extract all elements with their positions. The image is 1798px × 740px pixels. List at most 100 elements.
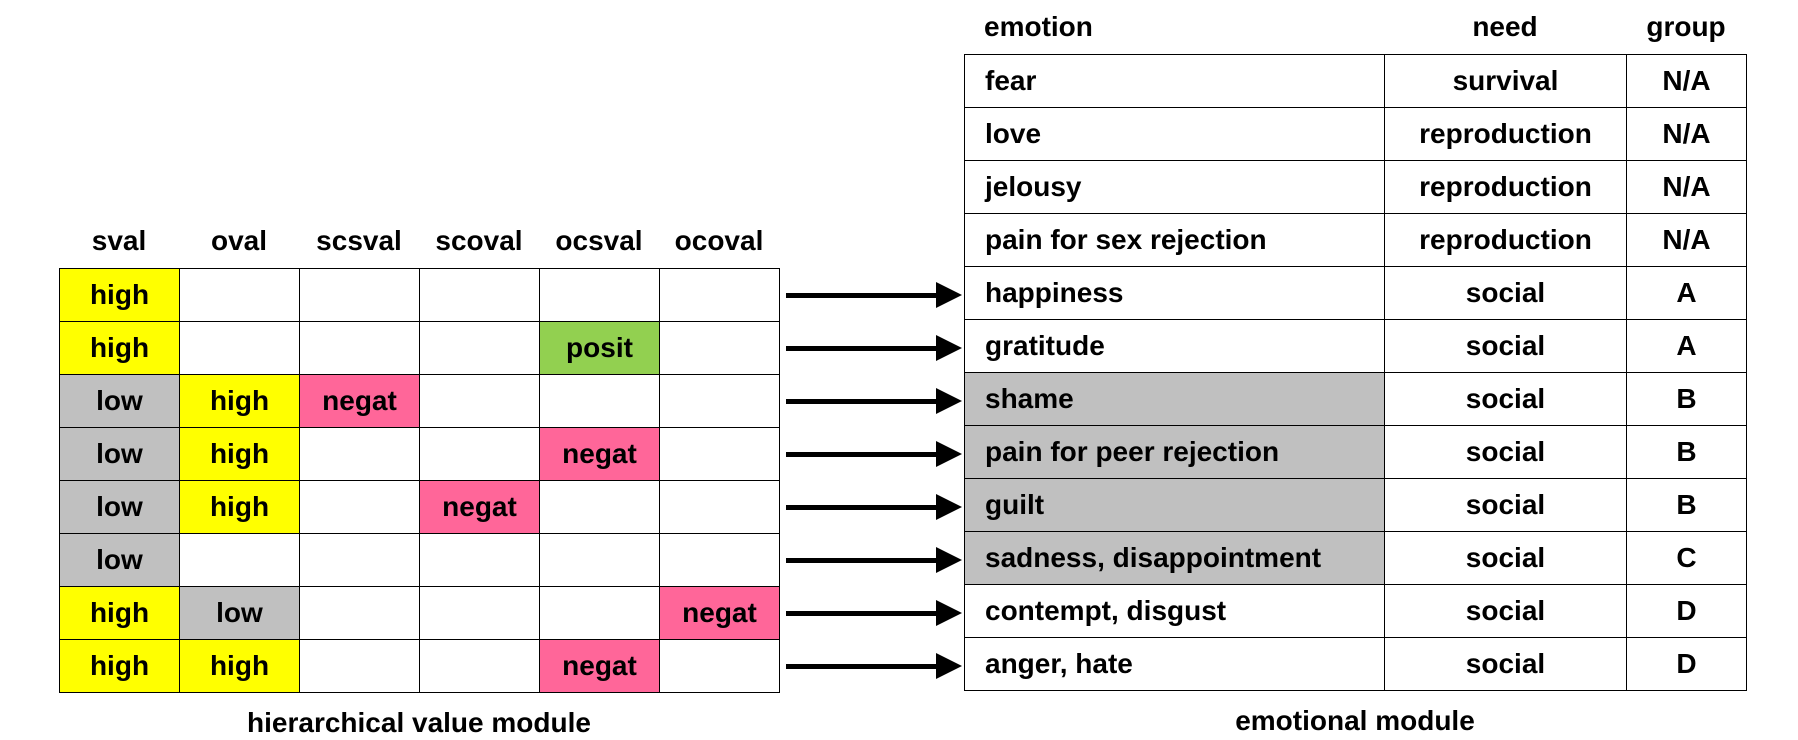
emotion-cell: anger, hate [965,638,1385,691]
arrow-head-icon [936,652,962,679]
value-cell [420,322,540,375]
need-cell: social [1385,320,1627,373]
value-cell [180,269,300,322]
value-cell: low [180,587,300,640]
arrow-shaft [786,610,938,616]
value-cell [420,534,540,587]
arrow-shaft [786,292,938,298]
column-header-emotion: emotion [984,11,1093,42]
group-cell: N/A [1627,108,1747,161]
emotion-cell: guilt [965,479,1385,532]
value-cell: high [60,322,180,375]
arrow-head-icon [936,440,962,467]
value-cell [540,269,660,322]
mapping-arrow [786,493,962,520]
need-cell: social [1385,267,1627,320]
value-cell [300,587,420,640]
value-cell: high [180,481,300,534]
emotion-cell: happiness [965,267,1385,320]
emotion-cell: pain for sex rejection [965,214,1385,267]
mapping-arrows [780,268,964,696]
emotion-cell: love [965,108,1385,161]
need-cell: social [1385,585,1627,638]
value-cell: low [60,534,180,587]
value-cell [300,269,420,322]
column-header-group: group [1646,11,1726,42]
emotional-module-caption: emotional module [1235,705,1475,736]
emotion-cell: gratitude [965,320,1385,373]
value-cell: high [60,587,180,640]
need-cell: reproduction [1385,108,1627,161]
value-cell [420,375,540,428]
column-header-scoval: scoval [435,225,523,256]
value-cell [660,534,780,587]
value-cell [660,640,780,693]
arrow-head-icon [936,281,962,308]
need-cell: reproduction [1385,161,1627,214]
mapping-arrow [786,281,962,308]
value-cell: high [60,640,180,693]
arrow-shaft [786,557,938,563]
emotion-cell: fear [965,55,1385,108]
need-cell: social [1385,532,1627,585]
mapping-arrow [786,546,962,573]
value-cell: low [60,375,180,428]
arrow-shaft [786,398,938,404]
emotional-module-header: emotion need group [964,0,1747,54]
arrow-head-icon [936,546,962,573]
value-cell [420,587,540,640]
value-cell [300,640,420,693]
value-cell [420,428,540,481]
value-cell: low [60,481,180,534]
column-header-scsval: scsval [316,225,402,256]
group-cell: N/A [1627,161,1747,214]
value-cell [300,322,420,375]
column-header-oval: oval [210,225,268,256]
arrow-shaft [786,504,938,510]
value-cell [540,587,660,640]
group-cell: B [1627,373,1747,426]
mapping-arrow [786,334,962,361]
arrow-shaft [786,663,938,669]
emotion-cell: jelousy [965,161,1385,214]
column-header-ocsval: ocsval [555,225,643,256]
need-cell: survival [1385,55,1627,108]
group-cell: D [1627,585,1747,638]
arrow-head-icon [936,493,962,520]
need-cell: social [1385,426,1627,479]
value-cell [660,481,780,534]
arrow-head-icon [936,334,962,361]
column-header-ocoval: ocoval [674,225,764,256]
need-cell: reproduction [1385,214,1627,267]
value-cell [420,269,540,322]
mapping-arrow [786,599,962,626]
value-cell [540,481,660,534]
group-cell: B [1627,426,1747,479]
mapping-arrow [786,652,962,679]
arrow-head-icon [936,599,962,626]
emotion-cell: sadness, disappointment [965,532,1385,585]
value-cell: high [180,640,300,693]
arrow-shaft [786,451,938,457]
need-cell: social [1385,373,1627,426]
need-cell: social [1385,479,1627,532]
value-module-caption: hierarchical value module [247,707,591,738]
value-cell: high [60,269,180,322]
value-cell [180,534,300,587]
mapping-arrow [786,387,962,414]
group-cell: A [1627,267,1747,320]
value-cell [660,269,780,322]
value-cell [180,322,300,375]
value-cell: high [180,375,300,428]
need-cell: social [1385,638,1627,691]
